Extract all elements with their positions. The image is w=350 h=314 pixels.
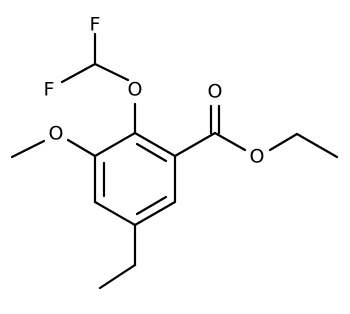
benzene-ring [93, 131, 177, 227]
bond-ring-c6-c1 [93, 131, 137, 158]
double-bond-inner-1 [135, 142, 168, 163]
atom-o-methoxy: O [49, 123, 64, 145]
atom-o-carbonyl: O [208, 81, 223, 103]
bond-o-chf2 [93, 62, 130, 82]
bond-ch2-ch3 [295, 132, 339, 159]
methoxy-group [10, 138, 97, 159]
bond-ring-c1-c2 [133, 131, 177, 158]
double-bond-inner-2 [135, 195, 168, 216]
bond-ch2-ch3-ring [98, 263, 137, 290]
bond-c6-o-methoxy [66, 138, 97, 158]
atom-f-top: F [90, 14, 101, 36]
bond-c-f-left [60, 62, 97, 84]
difluoromethoxy-group [60, 32, 137, 135]
bond-c2-carbonyl [173, 131, 217, 158]
bond-ring-c3-c4 [133, 200, 177, 227]
bond-o-ch2 [268, 132, 299, 152]
ethyl-group [98, 223, 137, 290]
atom-o-ester: O [250, 146, 265, 168]
ethyl-ester-group [173, 104, 339, 159]
bond-ring-c4-c5 [93, 200, 137, 227]
bond-carbonyl-o-ester [213, 131, 247, 152]
bond-o-methyl [10, 139, 46, 159]
atom-f-left: F [44, 79, 55, 101]
atom-o-ether: O [128, 79, 143, 101]
